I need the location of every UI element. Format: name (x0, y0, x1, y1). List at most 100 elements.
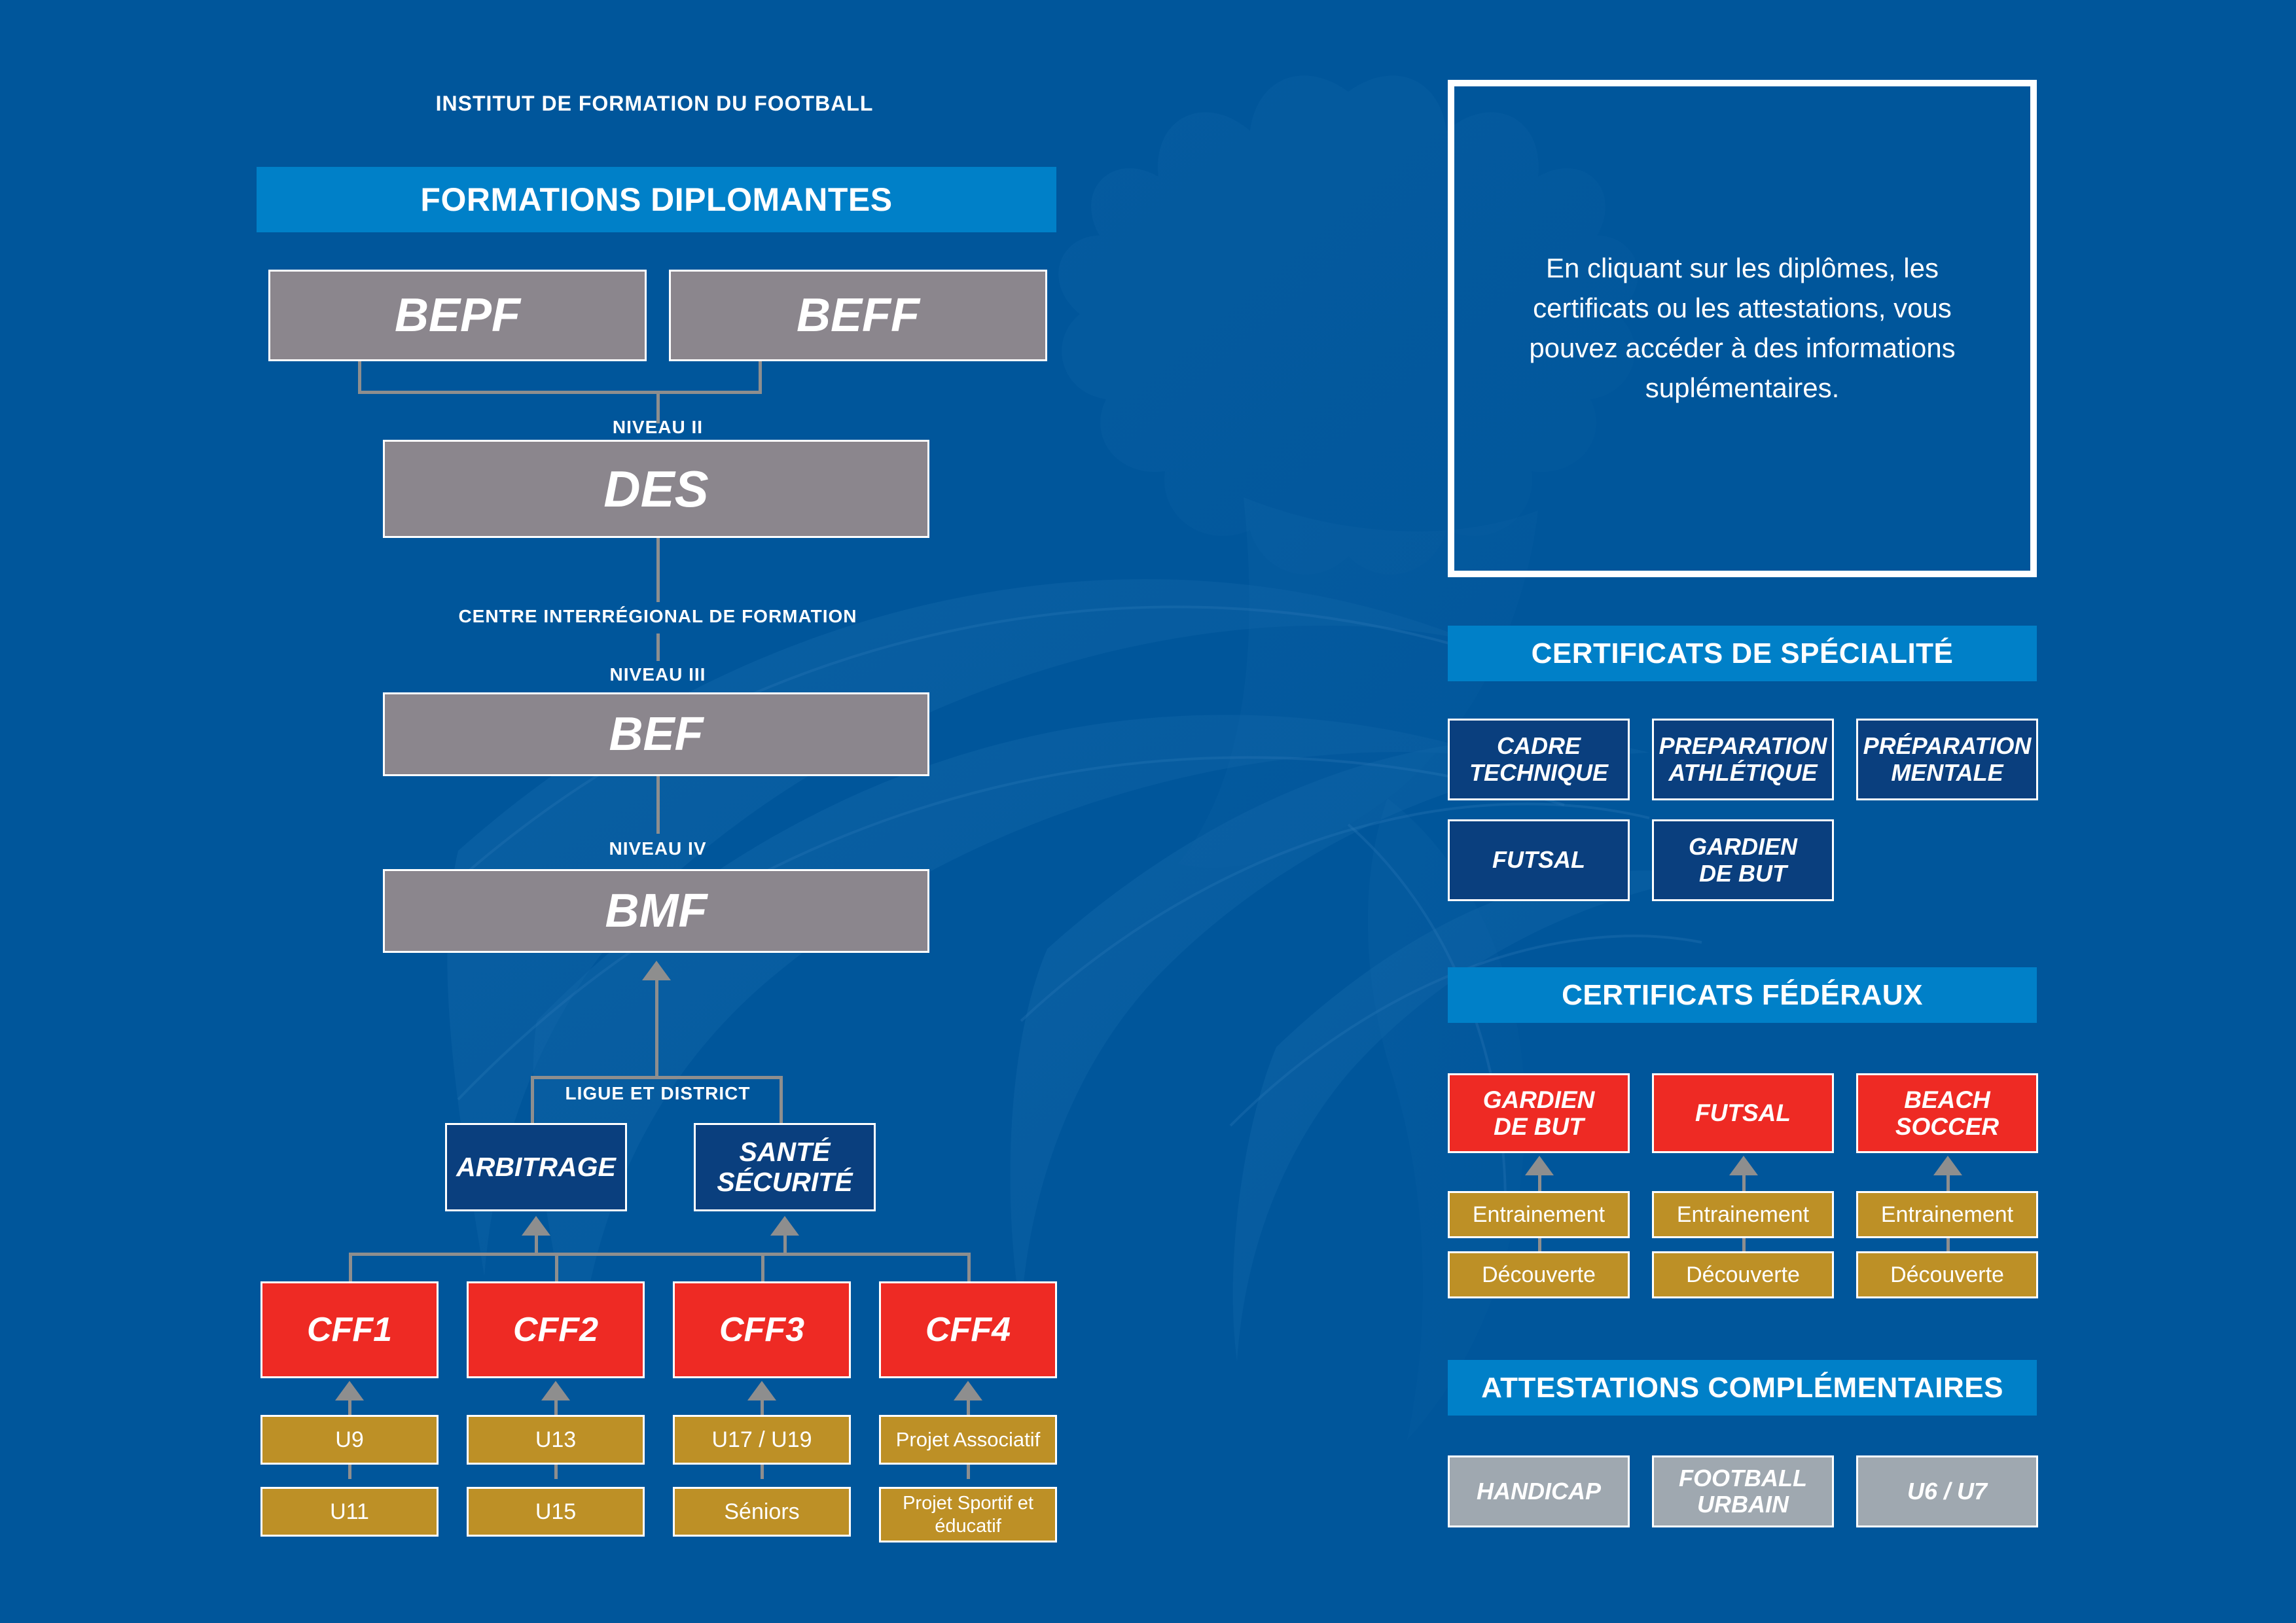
connector-bef-down (656, 776, 660, 834)
diploma-label: BEFF (797, 289, 920, 342)
cff-box-2[interactable]: CFF2 (467, 1281, 645, 1378)
diploma-box-bepf[interactable]: BEPF (268, 270, 647, 361)
section-header-label: ATTESTATIONS COMPLÉMENTAIRES (1481, 1371, 2003, 1404)
arrow-u17-to-cff3 (747, 1381, 776, 1400)
connector-cff-bus (349, 1253, 971, 1256)
diploma-label: BEF (609, 708, 704, 760)
level-label-ligue-et-district: LIGUE ET DISTRICT (565, 1083, 751, 1103)
federal-decouverte-3[interactable]: Découverte (1856, 1251, 2038, 1298)
cff3-child-1[interactable]: U17 / U19 (673, 1415, 851, 1465)
connector-federal-2-link (1742, 1238, 1746, 1251)
connector-arbitrage-stem (535, 1234, 538, 1255)
diploma-box-bef[interactable]: BEF (383, 692, 929, 776)
arrow-u9-to-cff1 (335, 1381, 364, 1400)
section-header-label: CERTIFICATS DE SPÉCIALITÉ (1531, 637, 1954, 669)
diploma-label: BMF (605, 885, 708, 937)
diploma-box-beff[interactable]: BEFF (669, 270, 1047, 361)
arrow-cff-to-arbitrage (522, 1216, 550, 1236)
federal-decouverte-2[interactable]: Découverte (1652, 1251, 1834, 1298)
federal-box-beach-soccer[interactable]: BEACH SOCCER (1856, 1073, 2038, 1153)
cff3-child-2[interactable]: Séniors (673, 1487, 851, 1537)
connector-federal-2-stem (1742, 1173, 1746, 1193)
diploma-box-des[interactable]: DES (383, 440, 929, 538)
connector-federal-3-link (1946, 1238, 1950, 1251)
connector-bracket-to-niveau2 (656, 391, 660, 423)
cff4-child-2[interactable]: Projet Sportif et éducatif (879, 1487, 1057, 1543)
connector-cff4-riser (967, 1253, 971, 1284)
cff2-child-1[interactable]: U13 (467, 1415, 645, 1465)
arrow-cff-to-sante (770, 1216, 799, 1236)
cff1-child-1[interactable]: U9 (260, 1415, 439, 1465)
federal-decouverte-1[interactable]: Découverte (1448, 1251, 1630, 1298)
arrow-u13-to-cff2 (541, 1381, 570, 1400)
connector-cff3-riser (761, 1253, 764, 1284)
cff-box-3[interactable]: CFF3 (673, 1281, 851, 1378)
specialty-box-futsal[interactable]: FUTSAL (1448, 819, 1630, 901)
specialty-box-cadre-technique[interactable]: CADRE TECHNIQUE (1448, 719, 1630, 800)
connector-cff1-child-link (348, 1465, 351, 1479)
federal-entrainement-3[interactable]: Entrainement (1856, 1191, 2038, 1238)
arrow-entrainement-to-beach-soccer (1933, 1156, 1962, 1175)
cff-box-1[interactable]: CFF1 (260, 1281, 439, 1378)
connector-ligue-left-down (531, 1076, 534, 1132)
connector-beff-down (759, 361, 762, 393)
arrow-entrainement-to-gardien (1525, 1156, 1554, 1175)
attestation-box-football-urbain[interactable]: FOOTBALL URBAIN (1652, 1455, 1834, 1527)
module-box-arbitrage[interactable]: ARBITRAGE (445, 1123, 627, 1211)
connector-cff2-child-stem (554, 1399, 558, 1417)
section-header-label: CERTIFICATS FÉDÉRAUX (1562, 978, 1923, 1011)
diploma-label: DES (603, 459, 709, 518)
cff4-child-1[interactable]: Projet Associatif (879, 1415, 1057, 1465)
connector-bepf-down (358, 361, 361, 393)
arrow-projet-to-cff4 (954, 1381, 982, 1400)
connector-centre-down (656, 633, 660, 661)
section-header-attestations-complementaires: ATTESTATIONS COMPLÉMENTAIRES (1448, 1360, 2037, 1416)
connector-federal-1-stem (1538, 1173, 1541, 1193)
section-header-formations-diplomantes: FORMATIONS DIPLOMANTES (257, 167, 1056, 232)
diploma-box-bmf[interactable]: BMF (383, 869, 929, 953)
cff-box-4[interactable]: CFF4 (879, 1281, 1057, 1378)
federal-entrainement-2[interactable]: Entrainement (1652, 1191, 1834, 1238)
level-label-niveau-4: NIVEAU IV (609, 838, 707, 859)
federal-box-futsal[interactable]: FUTSAL (1652, 1073, 1834, 1153)
connector-cff4-child-stem (967, 1399, 970, 1417)
connector-cff3-child-stem (761, 1399, 764, 1417)
connector-federal-1-link (1538, 1238, 1541, 1251)
diploma-label: BEPF (394, 289, 521, 342)
connector-cff4-child-link (967, 1465, 970, 1479)
connector-ligue-to-bmf (655, 978, 658, 1077)
specialty-box-preparation-athletique[interactable]: PREPARATION ATHLÉTIQUE (1652, 719, 1834, 800)
cff-label: CFF3 (719, 1310, 804, 1349)
connector-cff2-child-link (554, 1465, 558, 1479)
cff-label: CFF1 (307, 1310, 392, 1349)
connector-des-down (656, 538, 660, 602)
connector-cff1-child-stem (348, 1399, 351, 1417)
arrow-ligue-to-bmf (642, 961, 671, 980)
connector-sante-stem (783, 1234, 787, 1255)
cff-label: CFF4 (925, 1310, 1011, 1349)
cff-label: CFF2 (513, 1310, 598, 1349)
federal-entrainement-1[interactable]: Entrainement (1448, 1191, 1630, 1238)
arrow-entrainement-to-futsal (1729, 1156, 1758, 1175)
section-header-certificats-federaux: CERTIFICATS FÉDÉRAUX (1448, 967, 2037, 1023)
connector-federal-3-stem (1946, 1173, 1950, 1193)
attestation-box-u6-u7[interactable]: U6 / U7 (1856, 1455, 2038, 1527)
connector-ligue-right-down (780, 1076, 783, 1132)
connector-bracket-top (358, 391, 762, 394)
section-header-certificats-specialite: CERTIFICATS DE SPÉCIALITÉ (1448, 626, 2037, 681)
level-label-niveau-3: NIVEAU III (609, 664, 706, 685)
level-label-centre-interregional: CENTRE INTERRÉGIONAL DE FORMATION (458, 606, 857, 626)
connector-cff1-riser (349, 1253, 352, 1284)
attestation-box-handicap[interactable]: HANDICAP (1448, 1455, 1630, 1527)
specialty-box-gardien-de-but[interactable]: GARDIEN DE BUT (1652, 819, 1834, 901)
cff2-child-2[interactable]: U15 (467, 1487, 645, 1537)
connector-cff2-riser (555, 1253, 558, 1284)
specialty-box-preparation-mentale[interactable]: PRÉPARATION MENTALE (1856, 719, 2038, 800)
federal-box-gardien-de-but[interactable]: GARDIEN DE BUT (1448, 1073, 1630, 1153)
instruction-panel: En cliquant sur les diplômes, les certif… (1448, 80, 2037, 577)
connector-cff3-child-link (761, 1465, 764, 1479)
cff1-child-2[interactable]: U11 (260, 1487, 439, 1537)
module-box-sante-securite[interactable]: SANTÉ SÉCURITÉ (694, 1123, 876, 1211)
instruction-text: En cliquant sur les diplômes, les certif… (1529, 253, 1956, 403)
level-label-niveau-2: NIVEAU II (612, 417, 704, 437)
